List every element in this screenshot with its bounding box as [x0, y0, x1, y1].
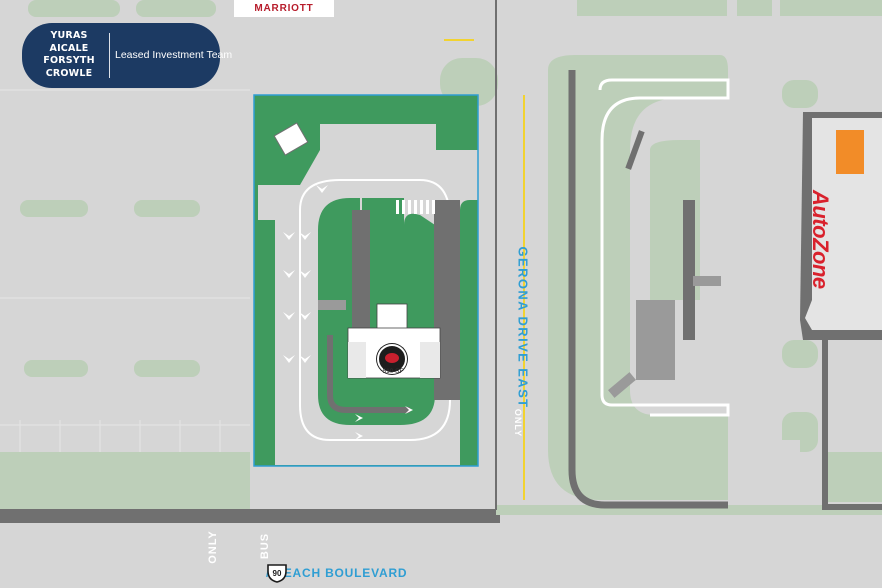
brokerage-names: YURAS AICALE FORSYTH CROWLE	[43, 30, 95, 79]
tenant-logo-icon	[377, 344, 407, 374]
landscape-islands-left	[0, 0, 498, 512]
pavement-marking-bus: BUS	[259, 532, 272, 560]
right-development	[548, 0, 882, 509]
street-label-beach-blvd: 90 / BEACH BOULEVARD	[266, 563, 407, 583]
drive-thru-arrows	[283, 185, 413, 440]
beach-blvd-label: / BEACH BOULEVARD	[266, 566, 408, 580]
route-number: 90	[273, 569, 282, 578]
autozone-building	[800, 112, 882, 510]
street-label-gerona: GERONA DRIVE EAST	[515, 246, 531, 409]
marriott-sign: MARRIOTT	[234, 0, 334, 17]
parking-stripes	[0, 89, 250, 452]
brokerage-badge: YURAS AICALE FORSYTH CROWLE Leased Inves…	[22, 23, 232, 88]
pavement-marking-only: ONLY	[206, 530, 219, 564]
us-route-shield-icon: 90	[267, 564, 287, 583]
badge-divider	[109, 33, 110, 78]
curb-beach-blvd	[0, 509, 500, 523]
team-label: Leased Investment Team	[115, 49, 233, 61]
building-size-label: 510 SF	[382, 368, 404, 375]
pavement-marking-only-right: ONLY	[513, 408, 524, 438]
autozone-sign: AutoZone	[808, 190, 833, 289]
crosswalk	[396, 200, 435, 214]
